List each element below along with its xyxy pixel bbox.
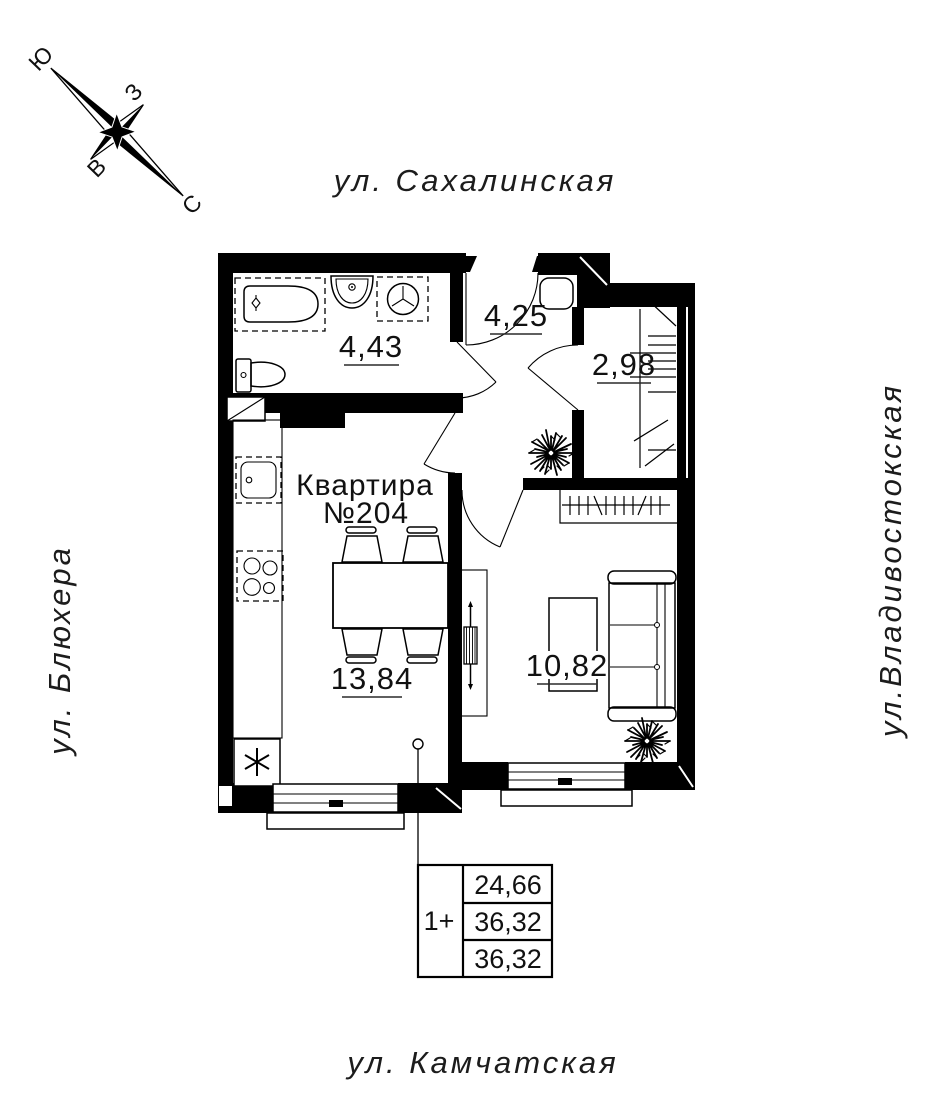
apartment-type: 1+ bbox=[424, 906, 455, 936]
toilet-icon bbox=[235, 358, 286, 393]
kitchen-fixtures bbox=[232, 419, 449, 787]
info-table: 1+ 24,66 36,32 36,32 bbox=[412, 738, 554, 979]
kitchen-sink-icon bbox=[235, 456, 282, 504]
windows bbox=[266, 762, 633, 830]
area-no-balcony-value: 36,32 bbox=[474, 907, 542, 937]
bathroom-fixtures bbox=[234, 275, 429, 393]
room-area-kitchen-living: 13,84 bbox=[331, 661, 414, 696]
bathroom-sink-icon bbox=[330, 275, 374, 309]
apartment-name-line1: Квартира bbox=[296, 469, 434, 502]
total-area-value: 36,32 bbox=[474, 944, 542, 974]
room-area-bedroom: 10,82 bbox=[526, 648, 609, 683]
street-label-right: ул.Владивостокская bbox=[873, 383, 908, 739]
wardrobe-icon bbox=[559, 490, 677, 524]
stove-icon bbox=[236, 550, 284, 602]
street-label-left: ул. Блюхера bbox=[42, 545, 77, 757]
tv-stand-icon bbox=[458, 569, 488, 717]
sofa-icon bbox=[607, 570, 677, 722]
bathtub-icon bbox=[234, 277, 326, 332]
bedroom-fixtures bbox=[458, 490, 677, 764]
compass-rose: Ю З В С bbox=[23, 41, 207, 219]
dining-table-icon bbox=[332, 526, 449, 664]
leader-dot bbox=[412, 738, 424, 750]
plant-icon bbox=[624, 717, 671, 764]
compass-east-label: В bbox=[82, 153, 111, 182]
doors bbox=[423, 272, 579, 548]
compass-west-label: З bbox=[119, 78, 147, 106]
room-labels: Квартира №204 4,43 4,25 2,98 13,84 10,82 bbox=[296, 298, 656, 698]
room-area-bathroom: 4,43 bbox=[339, 329, 403, 364]
fridge-icon bbox=[233, 738, 281, 787]
hallway-fixtures bbox=[528, 277, 575, 476]
water-heater-icon bbox=[539, 277, 574, 310]
apartment-name-line2: №204 bbox=[323, 497, 409, 530]
room-area-hallway: 4,25 bbox=[484, 298, 548, 333]
kitchen-counter bbox=[232, 419, 283, 739]
closet-fixtures bbox=[630, 299, 677, 468]
kitchen-window-icon bbox=[266, 783, 405, 830]
room-area-closet: 2,98 bbox=[592, 347, 656, 382]
street-label-bottom: ул. Камчатская bbox=[345, 1045, 618, 1080]
plant-icon bbox=[528, 429, 575, 476]
walls bbox=[218, 253, 695, 813]
street-label-top: ул. Сахалинская bbox=[332, 163, 617, 198]
living-area-value: 24,66 bbox=[474, 870, 542, 900]
washing-machine-icon bbox=[376, 276, 429, 322]
bedroom-window-icon bbox=[500, 762, 633, 807]
